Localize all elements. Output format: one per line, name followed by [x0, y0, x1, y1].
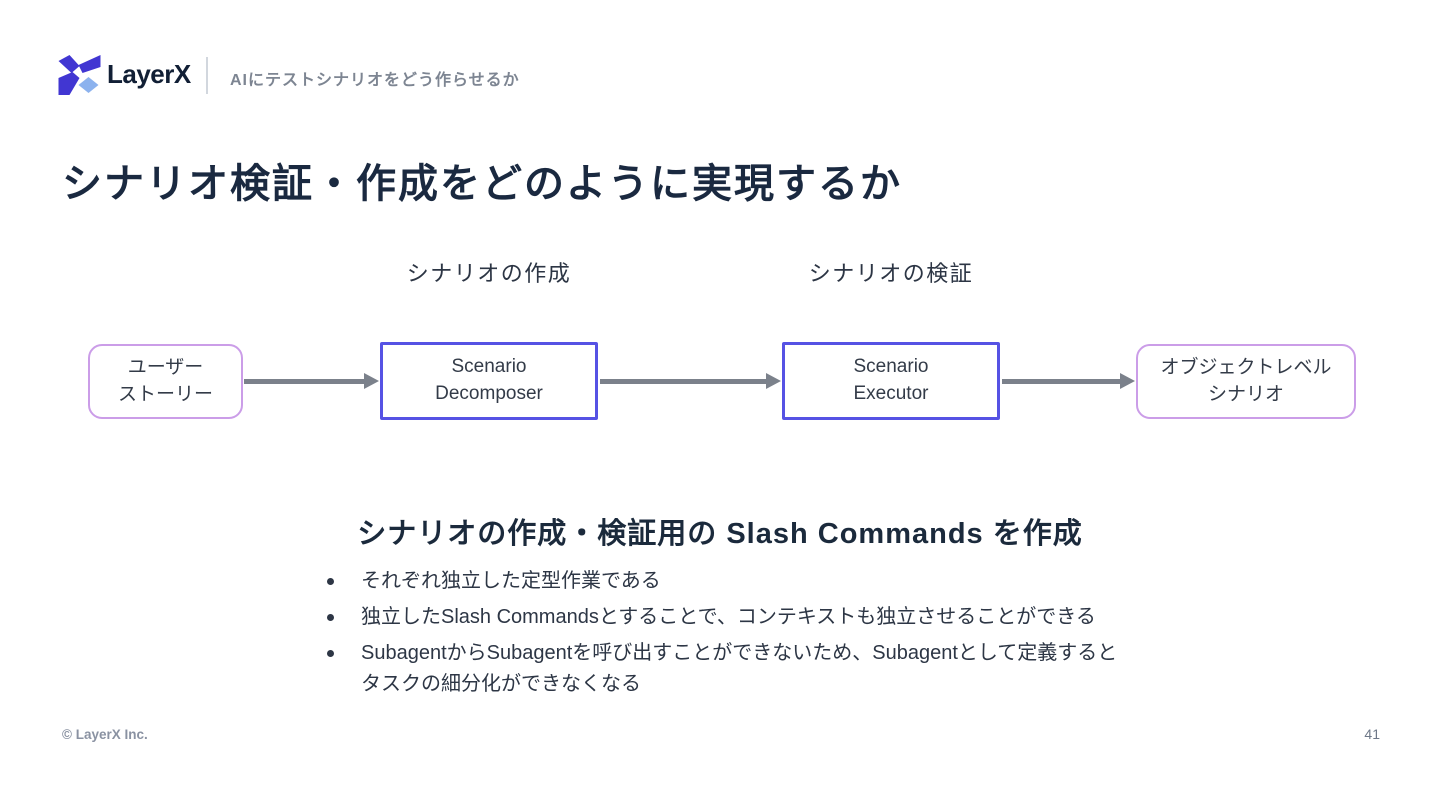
node-object-level-scenario-line1: オブジェクトレベル — [1160, 356, 1332, 378]
bullet-dot-icon — [327, 614, 334, 621]
arrow-right-icon — [244, 373, 379, 389]
footer-copyright: © LayerX Inc. — [62, 727, 148, 742]
node-user-story-line2: ストーリー — [117, 383, 213, 405]
bullet-item: 独立したSlash Commandsとすることで、コンテキストも独立させることが… — [327, 602, 1137, 633]
node-scenario-executor-line2: Executor — [853, 383, 929, 404]
bullet-dot-icon — [327, 578, 334, 585]
bullet-item: SubagentからSubagentを呼び出すことができないため、Subagen… — [327, 638, 1137, 700]
page-title: シナリオ検証・作成をどのように実現するか — [62, 161, 902, 206]
node-scenario-executor-line1: Scenario — [853, 356, 929, 378]
header-divider — [206, 57, 208, 94]
bullet-list: それぞれ独立した定型作業である 独立したSlash Commandsとすることで… — [327, 566, 1137, 705]
stage-label-verify: シナリオの検証 — [808, 261, 974, 286]
layerx-logo-icon — [58, 55, 101, 95]
node-object-level-scenario: オブジェクトレベル シナリオ — [1136, 344, 1356, 419]
node-scenario-decomposer-line1: Scenario — [451, 356, 527, 378]
bullet-dot-icon — [327, 650, 334, 657]
bullet-item: それぞれ独立した定型作業である — [327, 566, 1137, 597]
bullet-text: SubagentからSubagentを呼び出すことができないため、Subagen… — [361, 642, 1118, 695]
node-scenario-executor: Scenario Executor — [782, 342, 1000, 420]
arrow-right-icon — [1002, 373, 1135, 389]
arrow-right-icon — [600, 373, 781, 389]
node-user-story: ユーザー ストーリー — [88, 344, 243, 419]
node-scenario-decomposer: Scenario Decomposer — [380, 342, 598, 420]
node-object-level-scenario-line2: シナリオ — [1207, 383, 1284, 405]
node-user-story-line1: ユーザー — [127, 356, 204, 378]
stage-label-create: シナリオの作成 — [406, 261, 572, 286]
page-number: 41 — [1364, 726, 1380, 742]
bullet-text: 独立したSlash Commandsとすることで、コンテキストも独立させることが… — [361, 606, 1096, 628]
layerx-wordmark: LayerX — [107, 59, 191, 89]
node-scenario-decomposer-line2: Decomposer — [435, 383, 543, 404]
header-subtitle: AIにテストシナリオをどう作らせるか — [230, 72, 520, 89]
section-headline: シナリオの作成・検証用の Slash Commands を作成 — [357, 518, 1083, 550]
bullet-text: それぞれ独立した定型作業である — [361, 570, 661, 592]
